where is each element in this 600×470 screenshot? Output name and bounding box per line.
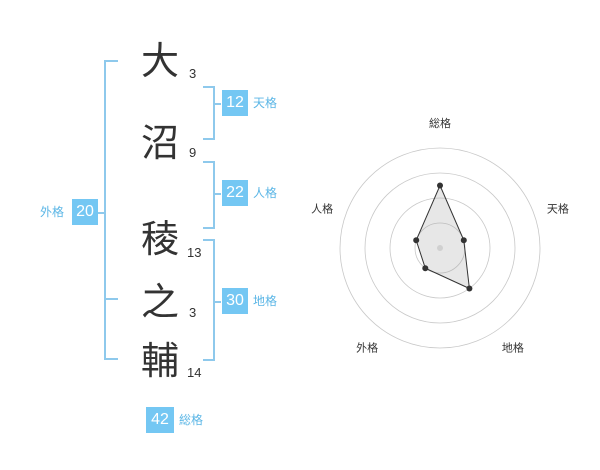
jinkaku-score: 22 (222, 180, 248, 206)
stroke-count-3: 13 (187, 245, 202, 260)
tenkaku-bracket (203, 86, 215, 140)
soukaku-score: 42 (146, 407, 174, 433)
radar-point-3 (422, 265, 429, 272)
gaikaku-label: 外格 (40, 205, 65, 219)
tenkaku-label: 天格 (253, 96, 278, 110)
jinkaku-connector (215, 193, 221, 195)
chikaku-bracket (203, 239, 215, 361)
radar-axis-label-3: 外格 (356, 340, 378, 354)
radar-ring-2 (389, 197, 491, 299)
gaikaku-bracket (104, 60, 118, 360)
radar-area (415, 184, 470, 290)
stroke-count-1: 3 (189, 66, 197, 81)
radar-axis-label-0: 総格 (429, 116, 451, 130)
name-char-3: 稜 (140, 217, 179, 261)
gaikaku-divider (104, 298, 118, 300)
radar-area-group (415, 184, 470, 290)
chikaku-score: 30 (222, 288, 248, 314)
radar-axis-label-4: 人格 (311, 202, 333, 216)
tenkaku-connector (215, 103, 221, 105)
name-char-1: 大 (140, 39, 179, 83)
radar-point-0 (437, 182, 443, 189)
chikaku-connector (215, 301, 221, 303)
name-char-4: 之 (140, 280, 179, 324)
jinkaku-label: 人格 (253, 186, 278, 200)
radar-point-2 (466, 285, 473, 292)
tenkaku-score: 12 (222, 90, 248, 116)
radar-rings (339, 147, 541, 349)
radar-ring-3 (364, 172, 516, 324)
chikaku-label: 地格 (253, 294, 278, 308)
radar-axis-label-2: 地格 (502, 340, 524, 354)
radar-point-1 (460, 237, 467, 244)
stroke-count-4: 3 (189, 305, 197, 320)
radar-ring-4 (339, 147, 541, 349)
soukaku-label: 総格 (179, 413, 204, 427)
stroke-count-5: 14 (187, 365, 202, 380)
stroke-count-2: 9 (189, 145, 197, 160)
name-char-2: 沼 (140, 121, 179, 165)
jinkaku-bracket (203, 161, 215, 229)
gaikaku-score: 20 (72, 199, 98, 225)
radar-center (437, 245, 443, 251)
radar-point-4 (413, 237, 420, 244)
name-char-5: 輔 (140, 339, 179, 383)
radar-points (413, 182, 473, 292)
radar-axis-label-1: 天格 (547, 202, 569, 216)
